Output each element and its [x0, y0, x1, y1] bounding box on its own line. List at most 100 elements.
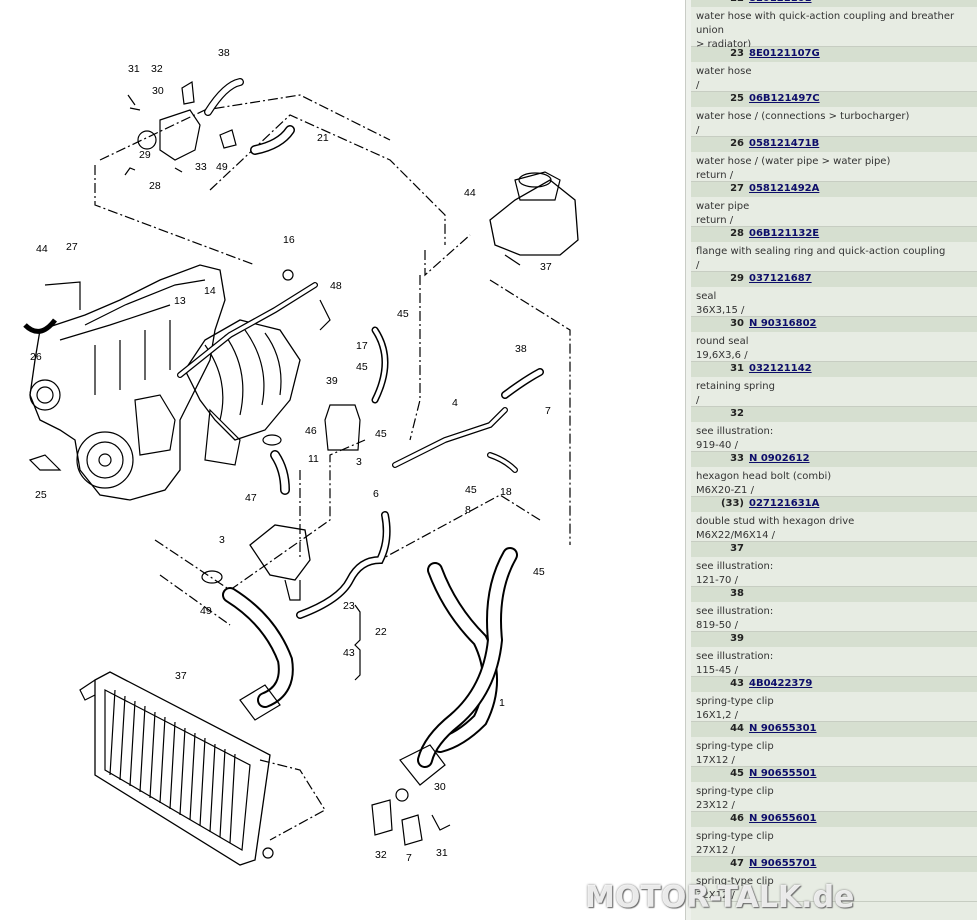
part-number-link[interactable]: 058121492A	[749, 183, 820, 194]
callout-33: 33	[195, 161, 207, 173]
part-description: see illustration:919-40 /	[696, 425, 973, 453]
callout-32-low: 32	[375, 849, 387, 861]
description-line: return /	[696, 215, 734, 226]
row-header	[691, 0, 977, 7]
position-number: 45	[730, 768, 744, 779]
position-number: 31	[730, 363, 744, 374]
callout-45-b: 45	[356, 361, 368, 373]
description-line: /	[696, 80, 700, 91]
description-line: spring-type clip	[696, 786, 774, 797]
part-number-link[interactable]: N 90316802	[749, 318, 817, 329]
callout-27: 27	[66, 241, 78, 253]
part-number-link[interactable]: 06B121132E	[749, 228, 820, 239]
part-number-link[interactable]: N 90655701	[749, 858, 817, 869]
position-number: 29	[730, 273, 744, 284]
callout-47: 47	[245, 492, 257, 504]
description-line: retaining spring	[696, 381, 775, 392]
description-line: spring-type clip	[696, 831, 774, 842]
panel-divider[interactable]	[685, 0, 692, 920]
row-header	[691, 47, 977, 62]
position-number: 30	[730, 318, 744, 329]
part-description: see illustration:121-70 /	[696, 560, 973, 588]
part-number-link[interactable]: 8E0121101	[749, 0, 812, 4]
row-header	[691, 767, 977, 782]
row-header	[691, 857, 977, 872]
position-number: 47	[730, 858, 744, 869]
row-header	[691, 407, 977, 422]
part-number-link[interactable]: 8E0121107G	[749, 48, 820, 59]
callout-18: 18	[500, 486, 512, 498]
callout-49-low: 49	[200, 605, 212, 617]
description-line: 36X3,15 /	[696, 305, 745, 316]
description-line: 32X12 /	[696, 890, 735, 901]
row-header	[691, 542, 977, 557]
parts-list-row[interactable]: 47 N 90655701 spring-type clip 32X12 /	[691, 857, 977, 902]
callout-48: 48	[330, 280, 342, 292]
description-line: water hose with quick-action coupling an…	[696, 11, 955, 36]
position-number: 32	[730, 408, 744, 419]
callout-26: 26	[30, 351, 42, 363]
callout-13: 13	[174, 295, 186, 307]
description-line: 16X1,2 /	[696, 710, 739, 721]
parts-list-panel[interactable]: 22 8E0121101 water hose with quick-action …	[691, 0, 977, 920]
description-line: spring-type clip	[696, 876, 774, 887]
part-number-link[interactable]: 027121631A	[749, 498, 820, 509]
callout-14: 14	[204, 285, 216, 297]
description-line: 17X12 /	[696, 755, 735, 766]
part-description: water hose with quick-action coupling an…	[696, 10, 973, 66]
callout-31: 31	[128, 63, 140, 75]
parts-list-row[interactable]: 22 8E0121101 water hose with quick-action …	[691, 0, 977, 64]
description-line: 819-50 /	[696, 620, 738, 631]
parts-list-row[interactable]: 32 see illustration:919-40 /	[691, 407, 977, 452]
description-line: water hose / (water pipe > water pipe)	[696, 156, 891, 167]
part-number-link[interactable]: N 0902612	[749, 453, 810, 464]
callout-7-mid: 7	[545, 405, 551, 417]
part-number-link[interactable]: 037121687	[749, 273, 812, 284]
row-header	[691, 677, 977, 692]
part-description: see illustration:115-45 /	[696, 650, 973, 678]
position-number: 28	[730, 228, 744, 239]
part-number-link[interactable]: 06B121497C	[749, 93, 820, 104]
part-number-link[interactable]: N 90655601	[749, 813, 817, 824]
callout-4: 4	[452, 397, 458, 409]
description-line: see illustration:	[696, 426, 774, 437]
callout-8: 8	[465, 504, 471, 516]
description-line: 121-70 /	[696, 575, 738, 586]
part-number-link[interactable]: N 90655301	[749, 723, 817, 734]
row-header	[691, 587, 977, 602]
part-number-link[interactable]: N 90655501	[749, 768, 817, 779]
position-number: 22	[694, 0, 744, 4]
part-number-link[interactable]: 032121142	[749, 363, 812, 374]
description-line: M6X20-Z1 /	[696, 485, 754, 496]
callout-21: 21	[317, 132, 329, 144]
position-number: 44	[730, 723, 744, 734]
part-description: water hose/	[696, 65, 973, 93]
part-number-link[interactable]: 4B0422379	[749, 678, 813, 689]
part-description: hexagon head bolt (combi)M6X20-Z1 /	[696, 470, 973, 498]
part-number-link[interactable]: 058121471B	[749, 138, 820, 149]
row-header	[691, 227, 977, 242]
description-line: see illustration:	[696, 651, 774, 662]
callout-37-tank: 37	[540, 261, 552, 273]
